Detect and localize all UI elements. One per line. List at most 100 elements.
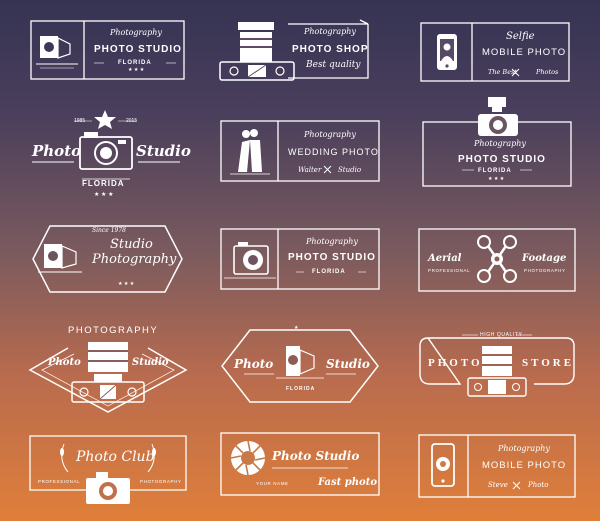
logo-stars: ★ ★ ★: [94, 192, 114, 198]
smartphone-aperture-icon: [431, 443, 455, 487]
logo-script: Photography: [498, 444, 550, 453]
star-icon: [94, 110, 116, 129]
logo-title: Photo Studio: [272, 449, 360, 463]
logo-left: Photo: [48, 357, 81, 368]
camera-icon: [79, 132, 133, 170]
logo-title: Photo Club: [76, 449, 155, 465]
logo-location: FLORIDA: [478, 168, 512, 174]
logo-stars: ★ ★ ★: [118, 281, 135, 287]
camera-icon: [71, 342, 145, 403]
logo-location: FLORIDA: [118, 60, 152, 66]
camera-icon: [467, 346, 527, 397]
logo-left: PHOTO: [428, 357, 483, 369]
bellows-camera-icon: [38, 244, 82, 273]
logo-photo-shop: PHOTO SHOP Best quality Photography: [218, 18, 378, 84]
logo-location: FLORIDA: [312, 269, 346, 275]
camera-icon: [86, 472, 130, 504]
badge-frame: [422, 97, 572, 187]
aperture-icon: [230, 440, 266, 476]
logo-right: Photos: [536, 68, 559, 76]
badge-frame: [418, 228, 576, 292]
logo-script: Photography: [304, 130, 356, 139]
badge-frame: [221, 329, 379, 403]
logo-photo-studio-flash: Photography PHOTO STUDIO FLORIDA ★ ★ ★: [422, 96, 572, 188]
logo-right: Footage: [522, 253, 567, 264]
logo-location: FLORIDA: [82, 179, 125, 188]
logo-stars: ★ ★ ★: [128, 67, 145, 73]
logo-title: PHOTO STUDIO: [458, 154, 546, 165]
badge-frame: [29, 435, 187, 504]
bellows-camera-icon: [36, 36, 78, 69]
logo-right: Studio: [338, 166, 362, 174]
logo-small-left: PROFESSIONAL: [38, 479, 81, 484]
logo-aerial-footage: Aerial Footage PROFESSIONAL PHOTOGRAPHY: [418, 228, 576, 292]
logo-right: Studio: [136, 142, 191, 160]
logo-left: Aerial: [428, 253, 462, 264]
logo-studio-photography: Since 1978 Studio Photography ★ ★ ★: [30, 220, 185, 298]
badge-frame: [220, 120, 380, 182]
logo-right: Studio: [326, 357, 370, 371]
badge-frame: [220, 228, 380, 290]
logo-small-left: PROFESSIONAL: [428, 268, 471, 273]
logo-arc: PHOTOGRAPHY: [68, 325, 159, 336]
logo-wedding-photo: Photography WEDDING PHOTO Walter Studio: [220, 120, 380, 182]
badge-frame: [419, 334, 575, 397]
logo-left: Photo: [32, 142, 82, 160]
logo-since: Since 1978: [92, 227, 126, 234]
logo-photo-store: HIGH QUALITY PHOTO STORE: [418, 330, 576, 398]
smartphone-icon: [437, 34, 457, 70]
badge-frame: [418, 434, 576, 498]
badge-frame: [32, 225, 183, 293]
badge-frame: [30, 20, 185, 80]
logo-photo-studio-hexagon: ★ Photo Studio FLORIDA: [220, 324, 380, 408]
logo-script: Photography: [304, 27, 356, 36]
logo-year-left: 1985: [74, 118, 86, 124]
logo-selfie-mobile-photo: Selfie MOBILE PHOTO The Best Photos: [420, 22, 570, 82]
logo-photo-studio-1985: 1985 2015 Photo Studio FLORIDA ★ ★ ★: [30, 106, 191, 202]
logo-right: Photo: [528, 481, 549, 489]
logo-script: Photography: [110, 28, 162, 37]
logo-title: PHOTO STUDIO: [288, 252, 376, 263]
badge-ornaments: [32, 110, 180, 180]
logo-photo-studio-camera: Photography PHOTO STUDIO FLORIDA: [220, 228, 380, 290]
logo-mobile-photo: Photography MOBILE PHOTO Steve Photo: [418, 434, 576, 498]
logo-stars-top: ★: [294, 325, 299, 331]
logo-line1: Studio: [110, 237, 153, 252]
logo-left: The Best: [488, 68, 518, 76]
laurel-icon: [60, 443, 156, 473]
badge-frame: [28, 342, 188, 413]
logo-year-right: 2015: [126, 118, 138, 124]
camera-icon: [224, 242, 276, 279]
logo-small: YOUR NAME: [256, 481, 289, 486]
logo-title: WEDDING PHOTO: [288, 147, 379, 157]
badge-frame: [219, 19, 369, 81]
logo-title: PHOTO STUDIO: [94, 44, 182, 55]
logo-stars: ★ ★ ★: [488, 176, 505, 182]
drone-icon: [477, 235, 517, 283]
logo-photo-club: Photo Club PROFESSIONAL PHOTOGRAPHY: [28, 434, 188, 506]
camera-icon: [219, 22, 295, 81]
logo-location: FLORIDA: [286, 386, 316, 392]
badge-frame: [420, 22, 570, 82]
logo-script: Photography: [474, 139, 526, 148]
logo-script: Selfie: [506, 31, 535, 42]
bellows-camera-icon: [276, 346, 324, 379]
logo-right: STORE: [522, 357, 575, 369]
flash-camera-icon: [478, 97, 518, 136]
logo-title: MOBILE PHOTO: [482, 47, 567, 58]
logo-title: PHOTO SHOP: [292, 44, 369, 55]
wedding-couple-icon: [230, 129, 270, 175]
logo-title: MOBILE PHOTO: [482, 460, 567, 471]
logo-tagline: Fast photo: [318, 477, 377, 488]
logo-left: Steve: [488, 481, 508, 489]
logo-top: HIGH QUALITY: [480, 332, 523, 338]
logo-photography-diamond: PHOTOGRAPHY Photo Studio: [28, 322, 188, 414]
logo-line2: Photography: [92, 252, 177, 267]
logo-tagline: Best quality: [306, 60, 361, 70]
logo-script: Photography: [306, 237, 358, 246]
logo-photo-studio-florida: Photography PHOTO STUDIO FLORIDA ★ ★ ★: [30, 20, 185, 80]
logo-left: Photo: [234, 357, 274, 371]
logo-small-right: PHOTOGRAPHY: [140, 479, 182, 484]
logo-small-right: PHOTOGRAPHY: [524, 268, 566, 273]
logo-right: Studio: [132, 357, 169, 368]
